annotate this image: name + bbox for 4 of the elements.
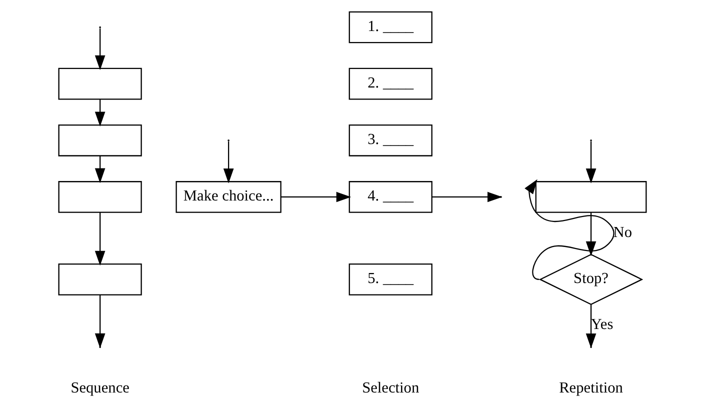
label: Repetition — [558, 379, 622, 396]
label: Sequence — [70, 379, 129, 396]
edge-label: Yes — [590, 316, 613, 334]
label: Selection — [362, 379, 419, 396]
